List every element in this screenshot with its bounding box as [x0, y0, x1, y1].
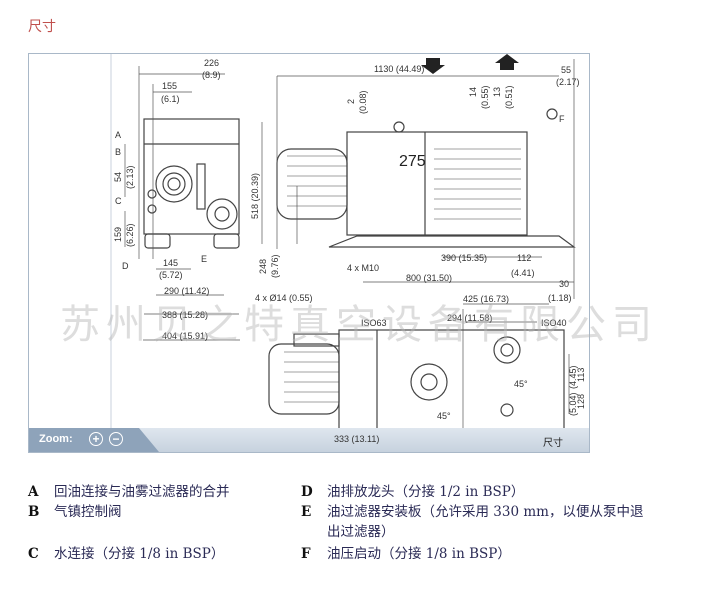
dim-155-inch: (6.1) [161, 94, 180, 104]
dim-13: 13 [492, 87, 502, 97]
label-c: C [115, 196, 122, 206]
dim-55-inch: (2.17) [556, 77, 580, 87]
exhaust-arrow-icon [495, 54, 519, 70]
zoom-toolbar: Zoom: + − 333 (13.11) 尺寸 [29, 428, 589, 452]
section-title: 尺寸 [28, 19, 56, 35]
label-a: A [115, 130, 121, 140]
dim-155: 155 [162, 81, 177, 91]
zoom-in-icon[interactable]: + [89, 432, 103, 446]
label-f: F [559, 114, 565, 124]
dim-13-inch: (0.51) [504, 85, 514, 109]
dim-128-inch: (5.04) [568, 392, 578, 416]
dim-404: 404 (15.91) [162, 331, 208, 341]
label-b: B [115, 147, 121, 157]
dim-518: 518 (20.39) [250, 173, 260, 219]
dim-388: 388 (15.28) [162, 310, 208, 320]
dim-248-inch: (9.76) [270, 254, 280, 278]
dim-14: 14 [468, 87, 478, 97]
dim-30-inch: (1.18) [548, 293, 572, 303]
dim-54: 54 [113, 172, 123, 182]
dim-128: 128 [576, 394, 586, 409]
side-view [276, 108, 576, 248]
zoom-label: Zoom: [39, 433, 73, 445]
dim-290: 290 (11.42) [164, 286, 209, 296]
dim-226: 226 [204, 58, 219, 68]
dim-54-inch: (2.13) [125, 165, 135, 189]
angle-45-iso63: 45° [437, 411, 451, 421]
dim-390: 390 (15.35) [441, 253, 487, 263]
dim-55: 55 [561, 65, 571, 75]
dim-226-inch: (8.9) [202, 70, 221, 80]
dim-425: 425 (16.73) [463, 294, 509, 304]
dim-159: 159 [113, 227, 123, 242]
front-view [143, 118, 240, 249]
dim-30: 30 [559, 279, 569, 289]
dim-248: 248 [258, 259, 268, 274]
dim-2-inch: (0.08) [358, 90, 368, 114]
label-e: E [201, 254, 207, 264]
dim-294: 294 (11.58) [447, 313, 492, 323]
dim-159-inch: (6.26) [125, 223, 135, 247]
drawing-viewer[interactable]: 226 (8.9) 155 (6.1) A B C D E 54 (2.13) … [28, 53, 590, 453]
dim-112: 112 [517, 253, 531, 263]
zoom-out-icon[interactable]: − [109, 432, 123, 446]
angle-45-iso40: 45° [514, 379, 528, 389]
model-number: 275 [399, 153, 426, 170]
image-caption: 尺寸 [543, 438, 563, 449]
label-iso40: ISO40 [541, 318, 567, 328]
dim-800: 800 (31.50) [406, 273, 452, 283]
dim-333: 333 (13.11) [334, 434, 380, 444]
dim-1130: 1130 (44.49) [374, 64, 424, 74]
dim-hole: 4 x Ø14 (0.55) [255, 293, 313, 303]
dim-113: 113 [576, 368, 586, 382]
dim-m10: 4 x M10 [347, 263, 379, 273]
top-view [268, 329, 565, 431]
inlet-arrow-icon [421, 58, 445, 74]
dim-14-inch: (0.55) [480, 85, 490, 109]
label-d: D [122, 261, 129, 271]
label-iso63: ISO63 [361, 318, 387, 328]
dim-112-inch: (4.41) [511, 268, 535, 278]
dim-145: 145 [163, 258, 178, 268]
dim-113-inch: (4.45) [568, 365, 578, 389]
dim-2: 2 [346, 99, 356, 104]
dim-145-inch: (5.72) [159, 270, 183, 280]
dimension-drawing: 226 (8.9) 155 (6.1) A B C D E 54 (2.13) … [110, 54, 586, 452]
